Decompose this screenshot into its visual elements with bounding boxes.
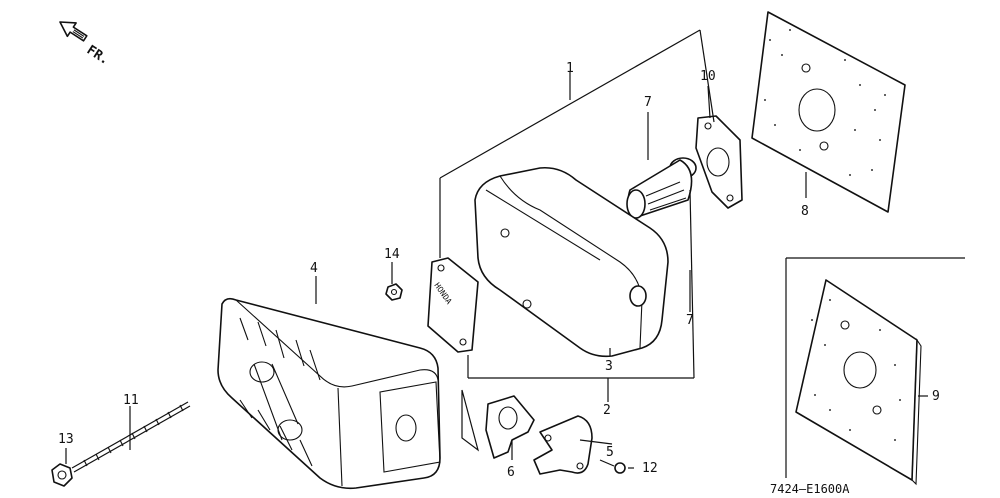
callout-labels: 1 2 3 4 5 6 7 7 8 9 10 11 12 13 14	[58, 61, 940, 480]
callout-13: 13	[58, 432, 74, 447]
callout-5: 5	[606, 445, 614, 460]
callout-3: 3	[605, 359, 613, 374]
part-14-nut	[385, 283, 403, 301]
leader-lines	[65, 72, 928, 469]
part-4-muffler-protector	[217, 297, 441, 490]
callout-8: 8	[801, 204, 809, 219]
callout-12: 12	[642, 461, 658, 476]
front-direction-arrow: FR.	[59, 21, 112, 68]
part-8-gasket-plate	[751, 11, 906, 213]
callout-9: 9	[932, 389, 940, 404]
callout-14: 14	[384, 247, 400, 262]
callout-10: 10	[700, 69, 716, 84]
callout-11: 11	[123, 393, 139, 408]
part-10-gasket	[695, 115, 743, 209]
part-6-exhaust-gasket	[461, 389, 535, 459]
part-5-exhaust-guide	[533, 415, 593, 475]
callout-4: 4	[310, 261, 318, 276]
part-2-muffler-protector-plate: HONDA	[427, 257, 479, 353]
callout-7-bracket: 7	[686, 313, 694, 328]
part-13-flange-nut	[51, 463, 73, 487]
assembly-bracket-1	[439, 29, 715, 379]
front-direction-label: FR.	[84, 43, 112, 68]
diagram-reference-code: 7424—E1600A	[770, 482, 850, 496]
part-7-spark-arrester	[626, 157, 697, 219]
part-12-screw	[599, 459, 626, 474]
callout-2: 2	[603, 403, 611, 418]
part-3-muffler	[474, 166, 669, 358]
callout-6: 6	[507, 465, 515, 480]
callout-1: 1	[566, 61, 574, 76]
part-9-gasket-plate	[795, 279, 922, 486]
callout-7-arrester: 7	[644, 95, 652, 110]
part-11-bolt	[71, 401, 191, 473]
